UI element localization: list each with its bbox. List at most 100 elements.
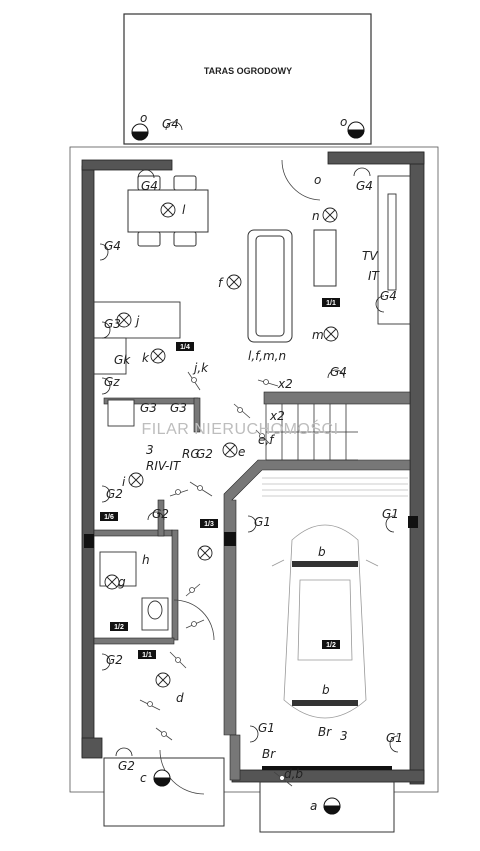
room-badge-bath: 1/2	[110, 622, 128, 631]
kitchen-counter	[93, 301, 181, 427]
label-g4-right: G4	[356, 179, 373, 193]
label-tv-n: n	[312, 209, 320, 223]
light-dining	[160, 202, 176, 218]
room-badge-living: 1/1	[322, 298, 340, 307]
label-kitchen-k: k	[142, 351, 150, 365]
label-g2-hall: G2	[196, 447, 213, 461]
label-br-entry: Br	[262, 747, 276, 761]
svg-text:1/1: 1/1	[142, 652, 152, 659]
wall-markers	[84, 516, 418, 548]
svg-text:1/2: 1/2	[326, 642, 336, 649]
svg-text:1/4: 1/4	[180, 344, 190, 351]
lamp-terrace-right	[347, 121, 365, 139]
label-kitchen-j: j	[134, 314, 140, 328]
outdoor-lamps	[131, 121, 365, 815]
label-three: 3	[146, 443, 154, 457]
label-g4-dining: G4	[141, 179, 158, 193]
label-riv-it: RIV-IT	[146, 459, 182, 473]
svg-text:1/2: 1/2	[114, 624, 124, 631]
label-g1-garage-right: G1	[382, 507, 399, 521]
label-g2-lower: G2	[152, 507, 169, 521]
label-rg: RG	[182, 447, 200, 461]
label-g3-util2: G3	[170, 401, 187, 415]
label-gk: Gk	[114, 353, 131, 367]
label-x2-lower: x2	[269, 409, 285, 423]
garage-light-strips	[292, 561, 358, 706]
label-g1-garage-bottom: G1	[258, 721, 275, 735]
light-living-f	[226, 274, 242, 290]
room-badge-garage: 1/2	[322, 640, 340, 649]
bathroom-fixtures	[99, 551, 169, 631]
label-db: d,b	[284, 767, 303, 781]
label-g2-entry: G2	[106, 653, 123, 667]
coffee-table	[313, 229, 337, 287]
label-bath-g: g	[118, 575, 126, 589]
outlet-symbols	[99, 121, 399, 757]
light-kitchen-k	[150, 348, 166, 364]
light-entry-g	[197, 545, 213, 561]
label-three-garage: 3	[340, 729, 348, 743]
terrace-label: TARAS OGRODOWY	[204, 66, 292, 76]
svg-text:1/1: 1/1	[326, 300, 336, 307]
lamp-entrance	[323, 797, 341, 815]
label-outlet-o2: o	[340, 115, 347, 129]
light-tv-area	[322, 207, 338, 223]
label-dining-l: l	[182, 203, 186, 217]
label-g1-garage-left: G1	[254, 515, 271, 529]
label-g4-left: G4	[104, 239, 121, 253]
label-jk: j,k	[192, 361, 209, 375]
light-fixtures	[104, 202, 339, 688]
label-hall-i: i	[122, 475, 126, 489]
tv-cabinet	[377, 175, 411, 325]
label-g1-garage-br: G1	[386, 731, 403, 745]
car-outline	[271, 524, 379, 719]
label-living-m: m	[312, 328, 324, 342]
lamp-terrace-left	[131, 123, 149, 141]
label-g4-terrace: G4	[162, 117, 179, 131]
label-bath-h: h	[142, 553, 150, 567]
label-g3-kitchen: G3	[104, 317, 121, 331]
label-entry-a: a	[310, 799, 317, 813]
label-garage-b1: b	[318, 545, 326, 559]
room-badge-entry: 1/1	[138, 650, 156, 659]
label-gz: Gz	[104, 375, 120, 389]
label-g3-util1: G3	[140, 401, 157, 415]
door-swings	[159, 159, 321, 795]
label-living-f: f	[218, 276, 224, 290]
interior-walls	[93, 391, 411, 781]
sofa	[247, 229, 293, 343]
svg-text:1/3: 1/3	[204, 521, 214, 528]
garage-stairs	[262, 477, 408, 497]
label-outlet-o1: o	[140, 111, 147, 125]
label-g4-living: G4	[330, 365, 347, 379]
label-g2-porch: G2	[118, 759, 135, 773]
switch-leaders	[139, 371, 293, 787]
lamp-porch	[153, 769, 171, 787]
watermark: FILAR NIERUCHOMOŚCI	[141, 419, 338, 438]
light-hall-i	[128, 472, 144, 488]
label-it: IT	[368, 269, 381, 283]
room-badges: 1/1 1/4 1/3 1/2 1/6 1/1 1/2	[100, 298, 340, 659]
label-ef: e,f	[258, 433, 275, 447]
label-x2-upper: x2	[277, 377, 293, 391]
label-entry-d: d	[176, 691, 184, 705]
room-badge-hall: 1/3	[200, 519, 218, 528]
label-g4-tv: G4	[380, 289, 397, 303]
svg-text:1/6: 1/6	[104, 514, 114, 521]
light-bath-g	[104, 574, 120, 590]
room-badge-utility: 1/6	[100, 512, 118, 521]
label-hall-e: e	[238, 445, 245, 459]
label-g2-util: G2	[106, 487, 123, 501]
light-kitchen-j	[116, 312, 132, 328]
plan-envelope	[69, 146, 439, 793]
symbol-labels: l n f m j k e i b b g h d l,f,m,n a c o …	[104, 111, 403, 813]
light-hall-e	[222, 442, 238, 458]
label-br-garage: Br	[318, 725, 332, 739]
staircase	[265, 404, 358, 461]
label-tv: TV	[362, 249, 378, 263]
light-living-m	[323, 326, 339, 342]
light-entry-d	[155, 672, 171, 688]
label-porch-c: c	[140, 771, 147, 785]
garden-terrace	[123, 13, 372, 145]
